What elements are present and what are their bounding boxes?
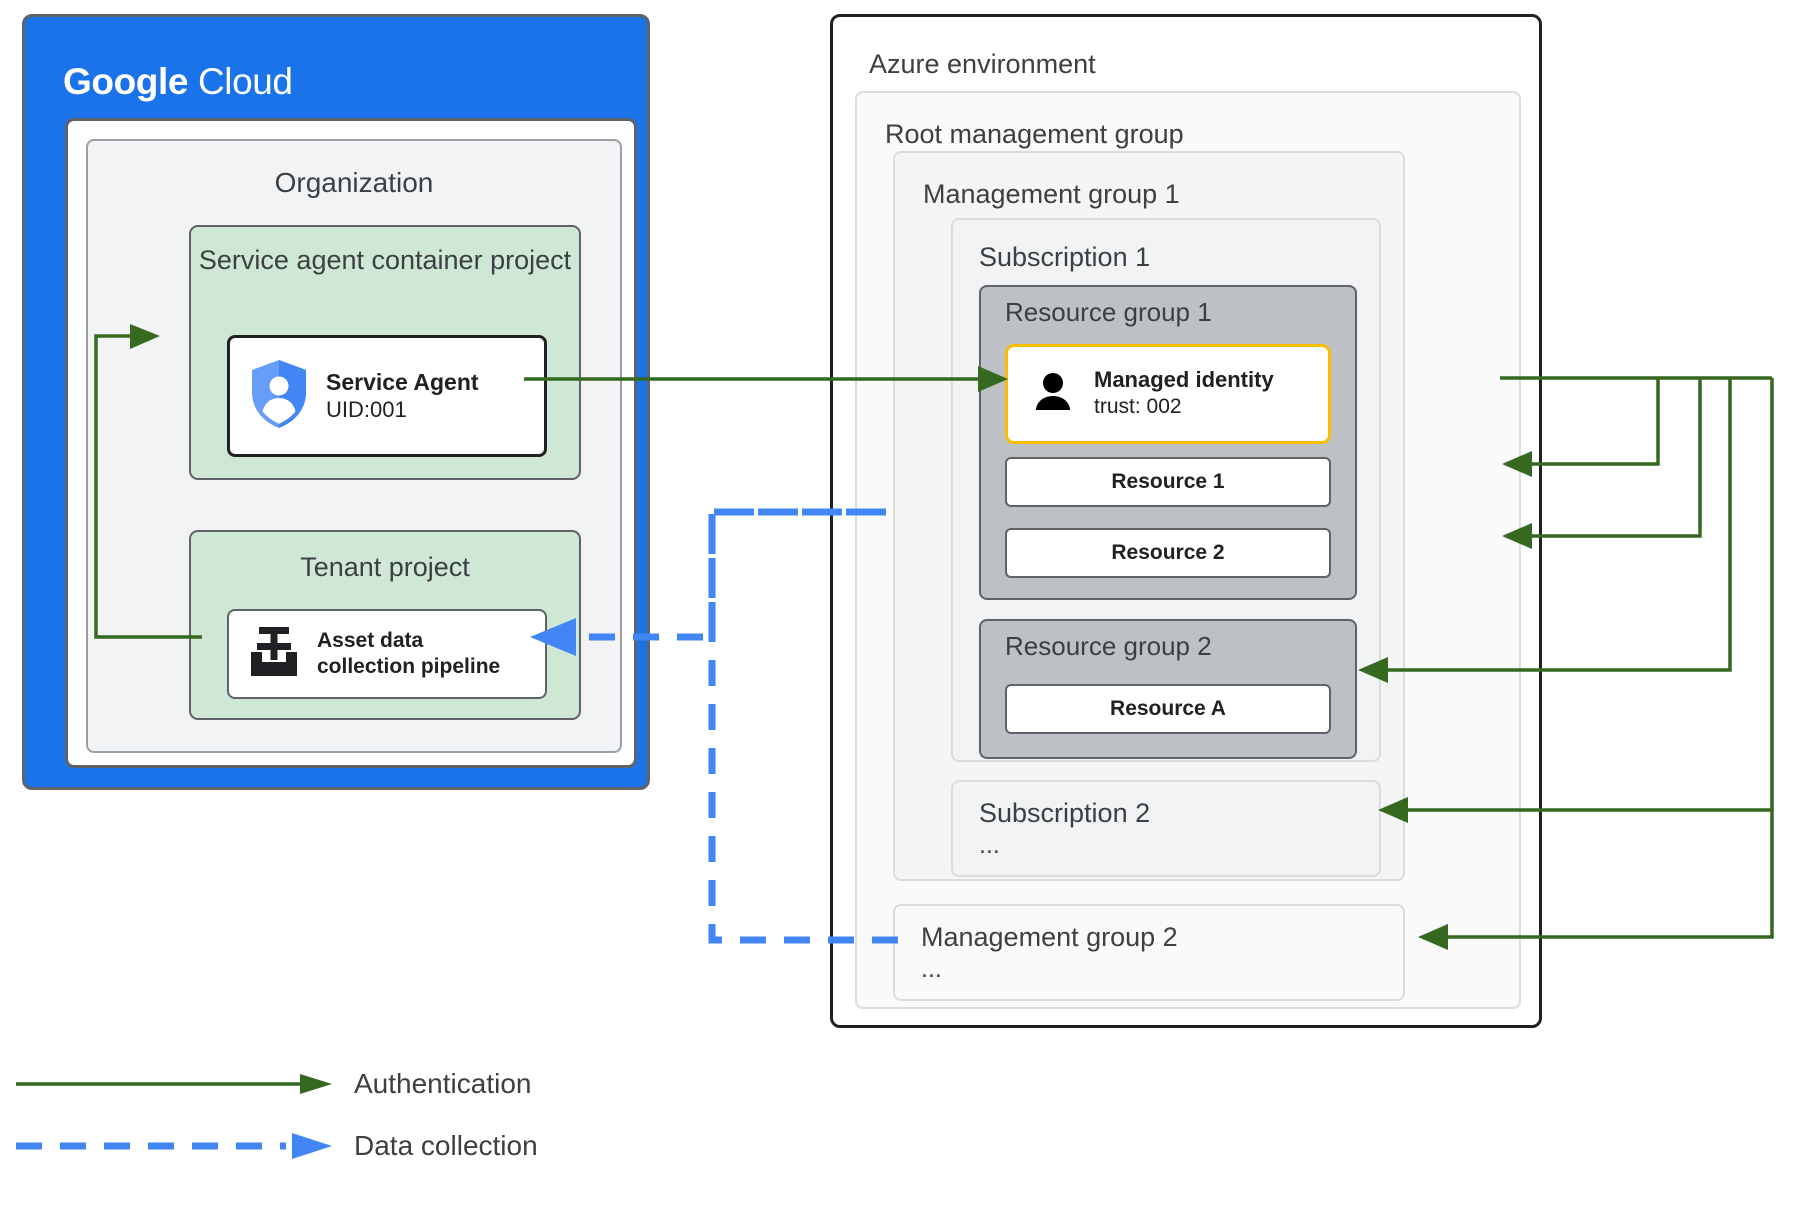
google-cloud-logo: Google Cloud (63, 61, 293, 103)
managed-identity-text: Managed identity trust: 002 (1094, 367, 1274, 420)
resource-group-2-title: Resource group 2 (1005, 631, 1212, 661)
resource-card[interactable]: Resource 2 (1005, 528, 1331, 578)
service-agent-title: Service Agent (326, 369, 479, 396)
azure-environment-title: Azure environment (869, 49, 1096, 79)
pipeline-valve-icon (247, 625, 301, 684)
legend-data-collection-label: Data collection (354, 1130, 538, 1161)
subscription-2-box: Subscription 2 ... (951, 780, 1381, 877)
legend: Authentication Data collection (14, 1068, 614, 1198)
person-icon (1028, 367, 1078, 422)
organization-title: Organization (274, 167, 434, 198)
azure-environment-panel: Azure environment Root management group … (830, 14, 1542, 1028)
service-agent-uid: UID:001 (326, 397, 407, 423)
resource-card[interactable]: Resource A (1005, 684, 1331, 734)
pipeline-line-2: collection pipeline (317, 655, 501, 678)
logo-cloud-word: Cloud (197, 61, 293, 102)
service-agent-card-text: Service Agent UID:001 (326, 368, 479, 424)
resource-group-1-title: Resource group 1 (1005, 297, 1212, 327)
management-group-2-detail: ... (921, 955, 942, 983)
service-agent-card[interactable]: Service Agent UID:001 (227, 335, 547, 457)
management-group-1-title: Management group 1 (923, 179, 1180, 209)
management-group-2-box: Management group 2 ... (893, 904, 1405, 1001)
asset-data-collection-pipeline-card[interactable]: Asset data collection pipeline (227, 609, 547, 699)
google-cloud-panel: Google Cloud Organization Service agent … (22, 14, 650, 790)
legend-data-collection-swatch (16, 1133, 332, 1159)
managed-identity-card[interactable]: Managed identity trust: 002 (1005, 344, 1331, 444)
logo-google-word: Google (63, 61, 189, 102)
subscription-2-detail: ... (979, 831, 1000, 859)
pipeline-card-text: Asset data collection pipeline (317, 628, 500, 679)
tenant-project-title: Tenant project (300, 552, 470, 582)
root-management-group-title: Root management group (885, 119, 1184, 149)
subscription-1-title: Subscription 1 (979, 242, 1151, 272)
legend-authentication-label: Authentication (354, 1068, 532, 1099)
managed-identity-trust: trust: 002 (1094, 395, 1182, 419)
managed-identity-title: Managed identity (1094, 367, 1274, 393)
shield-person-icon (248, 358, 310, 435)
pipeline-line-1: Asset data (317, 629, 424, 653)
legend-item-authentication: Authentication (14, 1068, 531, 1100)
service-agent-container-project-title: Service agent container project (198, 245, 572, 275)
resource-card[interactable]: Resource 1 (1005, 457, 1331, 507)
legend-authentication-swatch (16, 1074, 332, 1094)
legend-item-data-collection: Data collection (14, 1130, 538, 1162)
management-group-2-title: Management group 2 (921, 922, 1178, 952)
subscription-2-title: Subscription 2 (979, 798, 1151, 828)
